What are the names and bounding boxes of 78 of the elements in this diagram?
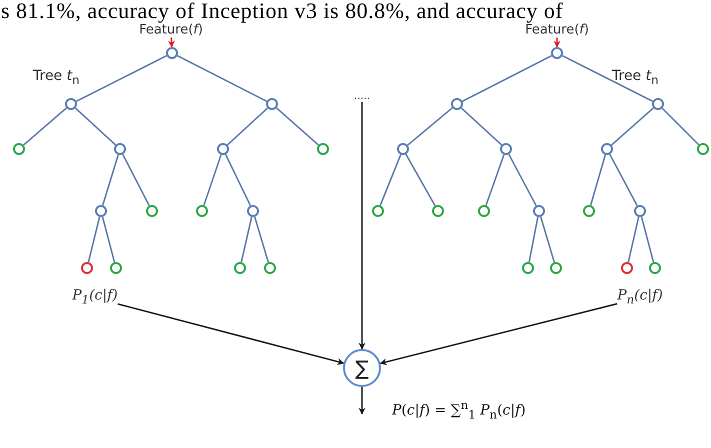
tree-node-circle [13,143,25,155]
arrow [358,387,366,415]
tree-branch [540,216,555,262]
probability-label: P$_{n}$(c|f) [617,288,663,308]
tree-branch [662,108,700,146]
tree-node-circle [634,205,646,217]
tree-node-circle [166,47,178,59]
tree-branch [407,107,453,146]
tree-node-circle [533,205,545,217]
tree-node-circle [601,143,613,155]
tree-branch [74,108,116,146]
tree-branch [122,154,150,206]
tree-node-circle [266,98,278,110]
tree-branch [460,108,502,146]
probability-label: P$_{1}$(c|f) [72,288,118,308]
tree-node-circle [217,143,229,155]
tree-node-circle [500,143,512,155]
tree-branch [640,216,654,262]
sum-circle: ∑ [343,349,381,387]
arrow [554,38,560,48]
tree-branch [462,55,552,102]
formula: P(c|f) = ∑$^{n}$$_{1}$ P$_{n}$(c|f) [392,398,526,422]
tree-label: Tree t$_{n}$ [33,68,80,87]
tree-node-circle [114,143,126,155]
tree-branch [628,216,640,262]
tree-branch [254,216,269,262]
tree-node-circle [196,205,208,217]
tree-branch [590,154,606,206]
tree-node-circle [478,205,490,217]
sentence-fragment: s 81.1%, accuracy of Inception v3 is 80.8%, and accuracy of [1,0,564,21]
tree-branch [177,55,267,102]
tree-node-circle [317,143,329,155]
tree-node-circle [146,205,158,217]
tree-node-circle [234,262,246,274]
arrow [168,37,175,48]
tree-branch [485,154,505,206]
tree-node-circle [652,98,664,110]
tree-node-circle [81,262,93,274]
tree-branch [562,55,653,102]
ellipsis: ..... [354,92,370,102]
tree-branch [276,107,319,146]
feature-label: Feature(f) [139,22,203,38]
tree-node-circle [397,143,409,155]
arrow [358,102,366,350]
tree-node-circle [247,205,259,217]
tree-branch [102,154,119,206]
tree-branch [611,107,654,146]
tree-node-circle [621,262,633,274]
tree-node-circle [697,143,709,155]
tree-branch [609,154,638,206]
tree-branch [380,154,402,206]
tree-node-circle [522,262,534,274]
tree-branch [224,154,252,206]
tree-node-circle [264,262,276,274]
tree-label: Tree t$_{n}$ [612,68,659,87]
tree-branch [226,108,268,146]
arrow [380,303,618,366]
tree-branch [23,107,67,146]
tree-node-circle [550,262,562,274]
tree-branch [508,154,537,206]
tree-branch [528,216,539,262]
tree-node-circle [432,205,444,217]
tree-node-circle [110,262,122,274]
tree-node-circle [551,47,563,59]
tree-node-circle [65,98,77,110]
tree-node-circle [451,98,463,110]
feature-label: Feature(f) [525,22,589,38]
tree-node-circle [583,205,595,217]
tree-branch [405,154,436,206]
tree-branch [240,216,252,262]
tree-branch [203,154,222,206]
tree-branch [102,216,116,262]
tree-branch [88,216,100,262]
tree-node-circle [372,205,384,217]
arrow [118,303,344,365]
tree-node-circle [649,262,661,274]
tree-branch [76,55,167,102]
tree-node-circle [95,205,107,217]
